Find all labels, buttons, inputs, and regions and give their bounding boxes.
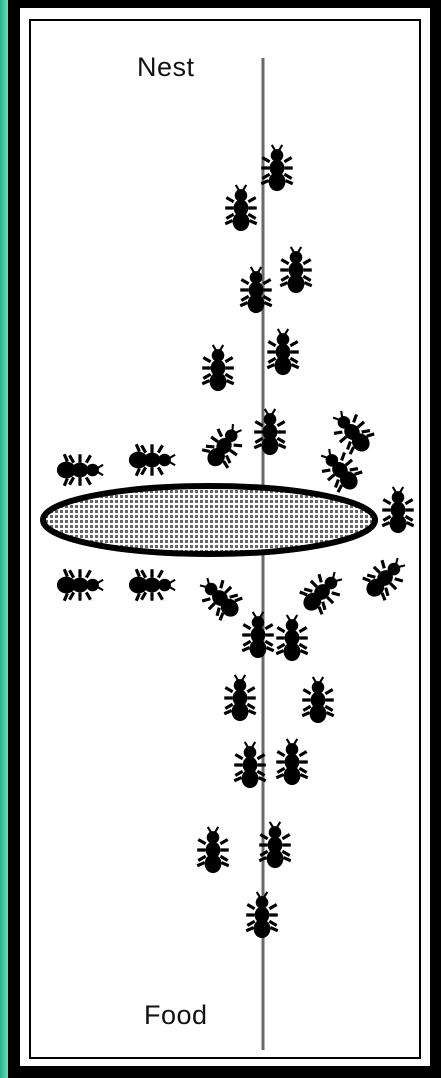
ant	[382, 487, 414, 533]
ant	[198, 418, 250, 474]
ant	[302, 677, 334, 723]
ant	[242, 612, 274, 658]
obstacle	[43, 486, 375, 554]
ant	[280, 247, 312, 293]
ant	[193, 571, 248, 626]
ant	[197, 827, 229, 873]
ant	[57, 569, 103, 601]
food-label: Food	[144, 1000, 208, 1031]
ant	[254, 409, 286, 455]
ant	[225, 185, 257, 231]
ant	[202, 345, 234, 391]
ant	[57, 454, 103, 486]
ant	[246, 892, 278, 938]
ant	[276, 615, 308, 661]
ant	[261, 145, 293, 191]
nest-label: Nest	[137, 52, 195, 83]
ant	[224, 675, 256, 721]
ant	[129, 569, 175, 601]
ant	[267, 329, 299, 375]
ant	[325, 404, 379, 460]
ant	[358, 551, 413, 606]
ant	[276, 739, 308, 785]
ant	[240, 267, 272, 313]
ant	[234, 742, 266, 788]
ant	[129, 444, 175, 476]
ant	[295, 565, 350, 620]
